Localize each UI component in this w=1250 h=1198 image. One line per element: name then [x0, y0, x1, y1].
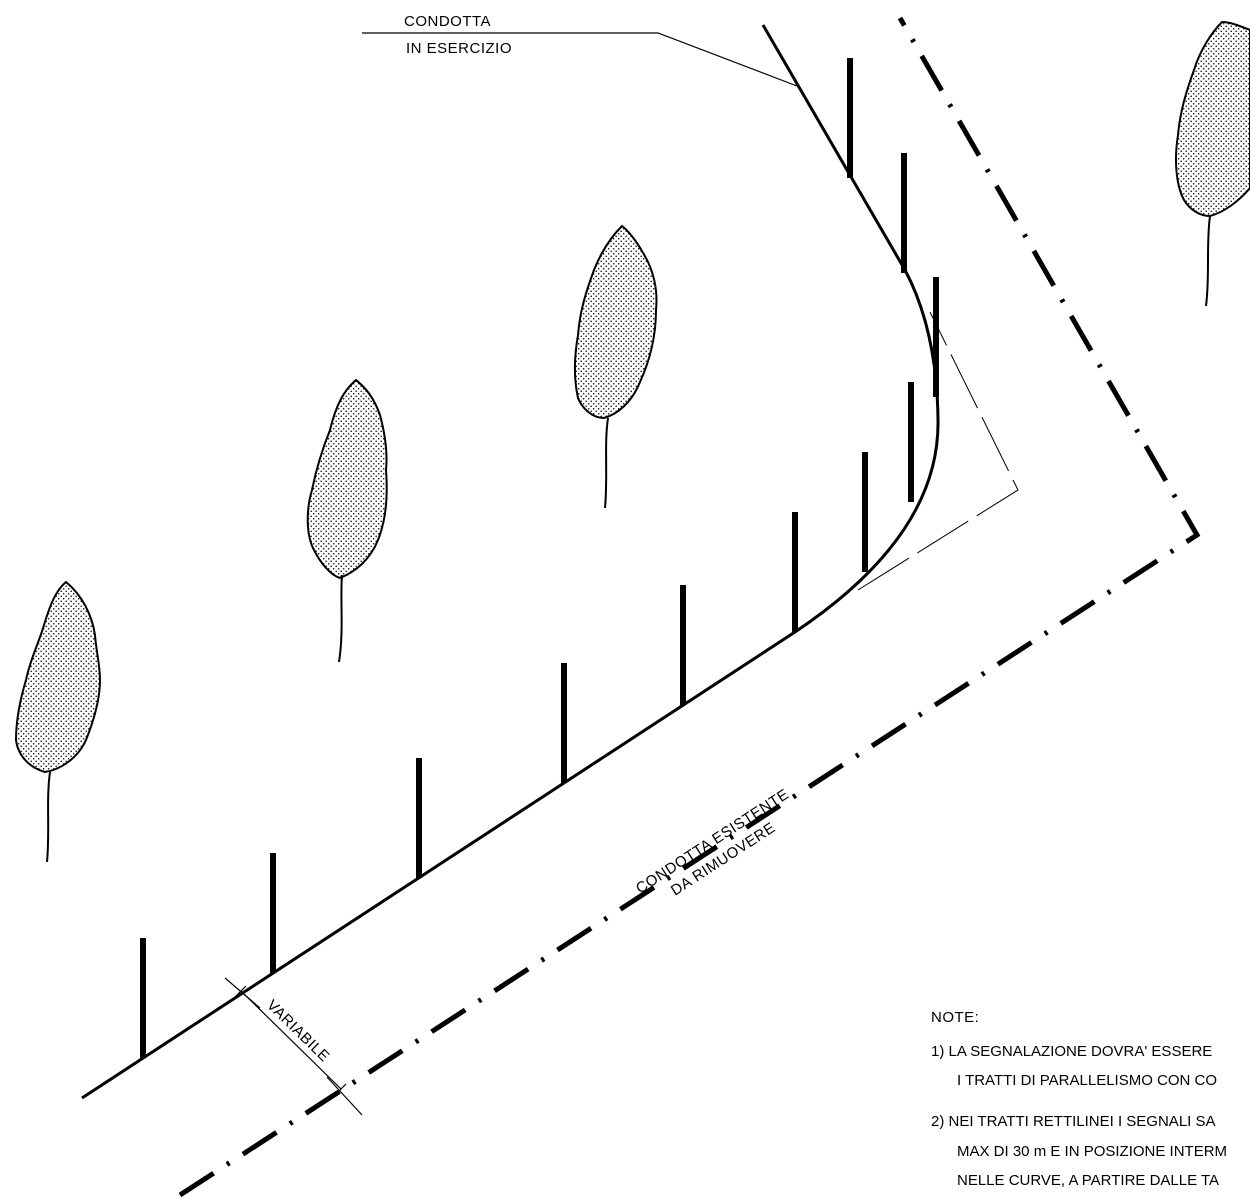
tree [14, 580, 102, 863]
operating-pipe-leader [362, 32, 798, 87]
note-2-line-1: 2) NEI TRATTI RETTILINEI I SEGNALI SA [931, 1113, 1216, 1130]
existing-pipe-line [178, 16, 1201, 1198]
distance-dimension [224, 977, 363, 1116]
notes-title: NOTE: [931, 1009, 979, 1026]
operating-pipe-line [81, 24, 940, 1100]
tree [574, 224, 658, 509]
distance-label: VARIABILE [263, 997, 333, 1066]
bend-construction-line [857, 311, 1019, 591]
operating-pipe-label-2: IN ESERCIZIO [406, 40, 512, 57]
tree [306, 378, 388, 663]
note-2-line-3: NELLE CURVE, A PARTIRE DALLE TA [957, 1172, 1219, 1189]
tree [1175, 20, 1250, 307]
operating-pipe-label-1: CONDOTTA [404, 13, 491, 30]
note-1-line-1: 1) LA SEGNALAZIONE DOVRA' ESSERE [931, 1043, 1212, 1060]
signal-posts [140, 58, 939, 1058]
notes-block: NOTE: 1) LA SEGNALAZIONE DOVRA' ESSERE I… [931, 1009, 1227, 1189]
note-2-line-2: MAX DI 30 m E IN POSIZIONE INTERM [957, 1143, 1227, 1160]
note-1-line-2: I TRATTI DI PARALLELISMO CON CO [957, 1072, 1217, 1089]
existing-pipe-label-1: CONDOTTA ESISTENTE [633, 786, 792, 898]
